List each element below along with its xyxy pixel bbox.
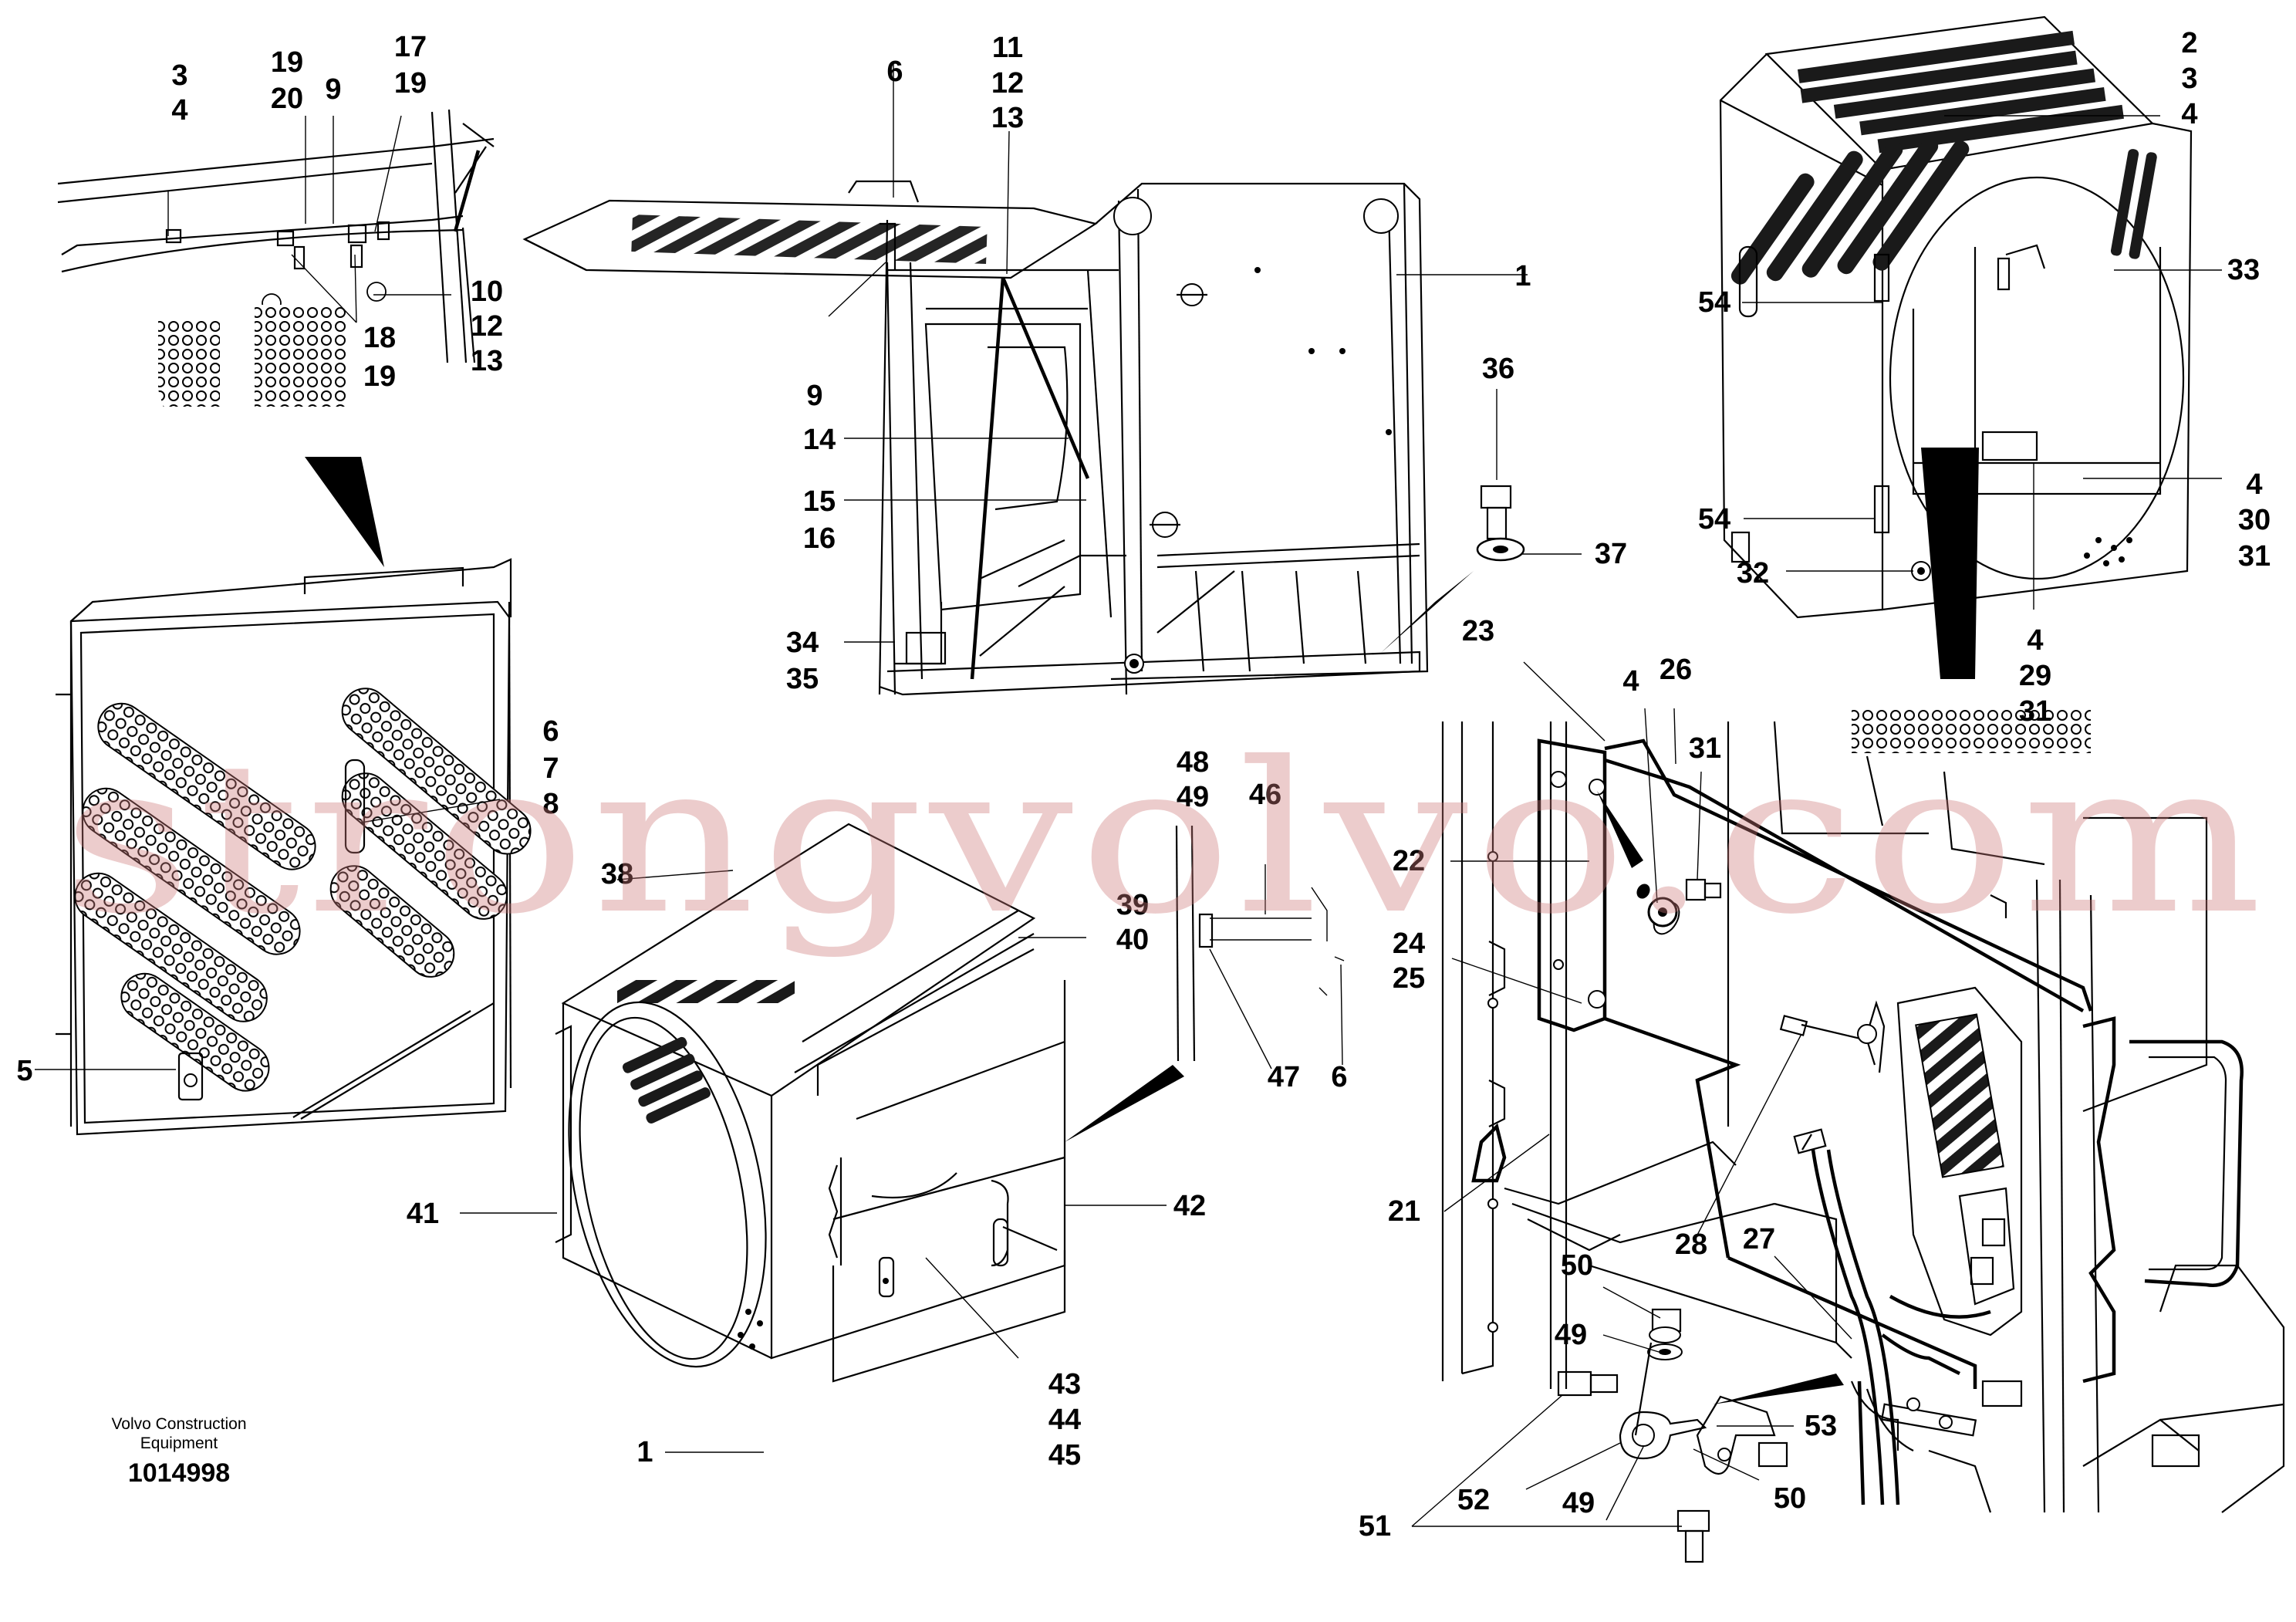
callout-20: 20 <box>271 83 303 115</box>
callout-34: 34 <box>786 627 819 659</box>
callout-31: 31 <box>2238 540 2271 573</box>
view-hood-hinge-detail <box>57 109 495 567</box>
callout-1: 1 <box>636 1436 653 1468</box>
bolt-washer-36-37 <box>1381 389 1582 653</box>
callout-1: 1 <box>1514 260 1531 292</box>
callout-4: 4 <box>1622 665 1639 698</box>
callout-49: 49 <box>1562 1487 1595 1519</box>
callout-53: 53 <box>1805 1410 1837 1442</box>
callout-48: 48 <box>1177 746 1209 779</box>
hardware-kit <box>1557 1308 1844 1563</box>
callout-54: 54 <box>1698 503 1730 536</box>
callout-40: 40 <box>1116 924 1149 956</box>
callout-3: 3 <box>2181 63 2197 95</box>
view-radiator-housing-lower <box>460 823 1184 1453</box>
callout-18: 18 <box>363 322 396 354</box>
callout-17: 17 <box>394 31 427 63</box>
callout-49: 49 <box>1177 781 1209 813</box>
callout-50: 50 <box>1774 1482 1806 1515</box>
callout-13: 13 <box>471 345 503 377</box>
callout-47: 47 <box>1268 1061 1300 1093</box>
callout-46: 46 <box>1249 779 1281 811</box>
callout-labels: 3 4 19 20 9 17 19 10 12 13 18 19 6 7 8 5… <box>16 27 2271 1543</box>
rod-28 <box>1779 1000 1886 1073</box>
callout-37: 37 <box>1595 538 1627 570</box>
callout-43: 43 <box>1048 1368 1081 1401</box>
callout-31: 31 <box>2019 695 2051 728</box>
callout-21: 21 <box>1388 1195 1420 1228</box>
callout-26: 26 <box>1660 654 1692 686</box>
callout-41: 41 <box>407 1198 439 1230</box>
callout-51: 51 <box>1359 1510 1391 1543</box>
callout-7: 7 <box>542 752 559 785</box>
callout-42: 42 <box>1173 1190 1206 1222</box>
callout-19: 19 <box>271 46 303 79</box>
callout-50: 50 <box>1561 1249 1593 1282</box>
view-frame-open-hood <box>522 62 1528 696</box>
callout-33: 33 <box>2227 254 2260 286</box>
callout-6: 6 <box>886 56 903 88</box>
maker-caption-line2: Equipment <box>140 1434 218 1452</box>
watermark-text: strongvolvo.com <box>62 718 2268 961</box>
callout-39: 39 <box>1116 889 1149 921</box>
callout-31: 31 <box>1689 732 1721 765</box>
callout-27: 27 <box>1743 1223 1775 1255</box>
bracket-22 <box>1537 738 1607 1032</box>
view-side-panel <box>35 558 532 1136</box>
callout-25: 25 <box>1393 962 1425 995</box>
callout-19: 19 <box>394 67 427 100</box>
callout-9: 9 <box>325 73 341 106</box>
callout-24: 24 <box>1393 928 1425 960</box>
callout-12: 12 <box>471 310 503 343</box>
callout-38: 38 <box>601 858 633 890</box>
relay-assembly <box>1896 986 2023 1336</box>
callout-6: 6 <box>1331 1061 1347 1093</box>
callout-4: 4 <box>171 94 187 127</box>
callout-22: 22 <box>1393 845 1425 877</box>
callout-11: 11 <box>992 32 1023 64</box>
view-clamp-detail <box>1175 825 1345 1070</box>
callout-13: 13 <box>991 102 1024 134</box>
callout-35: 35 <box>786 663 819 695</box>
callout-4: 4 <box>2027 624 2043 657</box>
callout-15: 15 <box>803 485 836 518</box>
callout-45: 45 <box>1048 1439 1081 1472</box>
callout-8: 8 <box>542 788 559 820</box>
callout-4: 4 <box>2181 98 2197 130</box>
callout-32: 32 <box>1737 557 1769 590</box>
callout-3: 3 <box>171 59 187 92</box>
view-radiator-housing <box>1719 15 2222 753</box>
callout-6: 6 <box>542 715 559 748</box>
callout-12: 12 <box>991 67 1024 100</box>
callout-52: 52 <box>1457 1484 1490 1516</box>
callout-49: 49 <box>1555 1319 1587 1351</box>
callout-30: 30 <box>2238 504 2271 536</box>
callout-2: 2 <box>2181 27 2197 59</box>
callout-14: 14 <box>803 424 836 456</box>
callout-16: 16 <box>803 522 836 555</box>
maker-caption-line1: Volvo Construction <box>111 1415 246 1433</box>
callout-54: 54 <box>1698 286 1730 319</box>
callout-28: 28 <box>1675 1228 1707 1261</box>
callout-19: 19 <box>363 360 396 393</box>
callout-4: 4 <box>2246 468 2262 501</box>
callout-5: 5 <box>16 1055 32 1087</box>
view-installation-detail <box>1411 661 2285 1563</box>
callout-23: 23 <box>1462 615 1494 647</box>
callout-9: 9 <box>806 380 822 412</box>
drawing-number: 1014998 <box>128 1458 230 1488</box>
callout-10: 10 <box>471 275 503 308</box>
callout-36: 36 <box>1482 353 1514 385</box>
callout-44: 44 <box>1048 1404 1081 1436</box>
callout-29: 29 <box>2019 660 2051 692</box>
